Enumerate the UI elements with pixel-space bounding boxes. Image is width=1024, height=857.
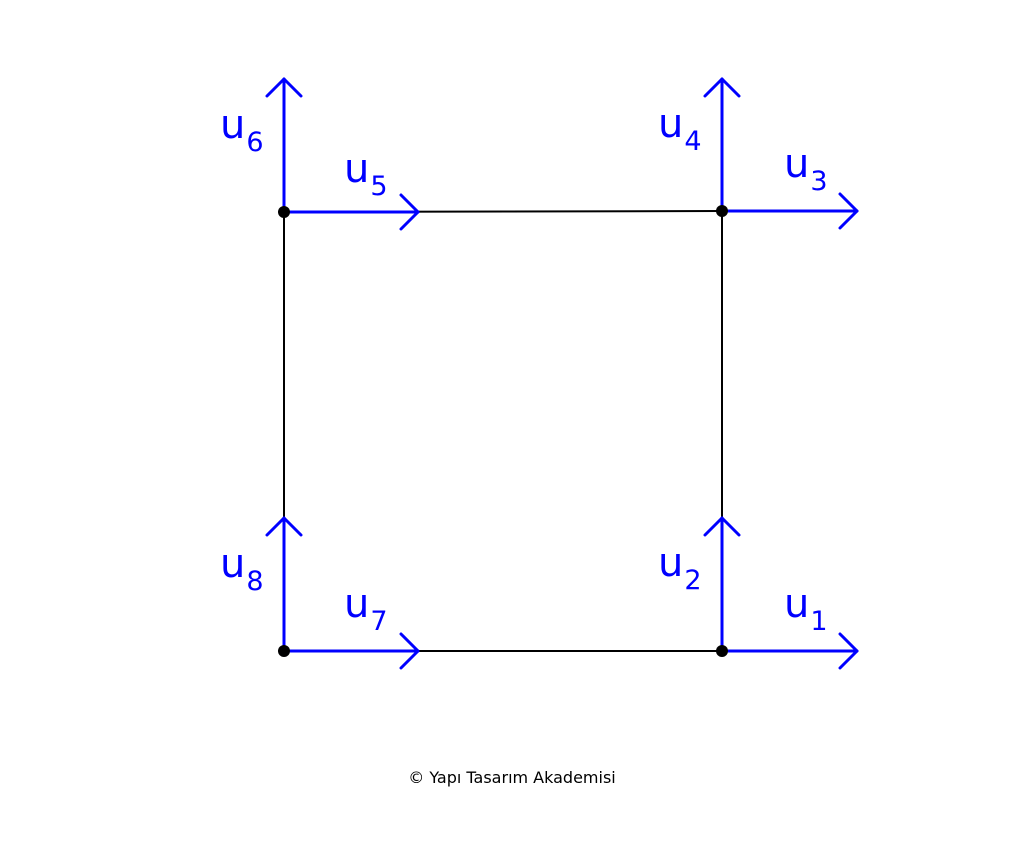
- arrowhead-icon: [265, 77, 303, 98]
- dof-label-u3: u3: [784, 141, 828, 197]
- dof-arrow-u7: [282, 632, 420, 670]
- arrowhead-icon: [703, 77, 741, 98]
- arrowhead-icon: [399, 193, 420, 231]
- dof-label-subscript: 6: [246, 127, 263, 158]
- dof-label-base: u: [220, 541, 245, 587]
- dof-label-u6: u6: [220, 102, 264, 158]
- dof-label-u1: u1: [784, 581, 828, 637]
- dof-arrow-u3: [720, 192, 859, 230]
- arrowhead-icon: [703, 516, 741, 537]
- dof-label-base: u: [220, 102, 245, 148]
- dof-label-base: u: [658, 101, 683, 147]
- arrowhead-icon: [265, 516, 303, 537]
- dof-label-u5: u5: [344, 146, 388, 202]
- dof-label-u4: u4: [658, 101, 702, 157]
- dof-label-base: u: [658, 540, 683, 586]
- dof-label-base: u: [784, 581, 809, 627]
- dof-label-subscript: 5: [370, 171, 387, 202]
- arrowhead-icon: [838, 632, 859, 670]
- dof-label-base: u: [784, 141, 809, 187]
- dof-arrow-u8: [265, 516, 303, 653]
- dof-label-subscript: 2: [684, 565, 701, 596]
- dof-label-u8: u8: [220, 541, 264, 597]
- node-n2: [278, 206, 290, 218]
- dof-arrows: [265, 77, 859, 670]
- dof-label-subscript: 8: [246, 566, 263, 597]
- dof-arrow-u5: [282, 193, 420, 231]
- node-n4: [278, 645, 290, 657]
- dof-arrow-u1: [720, 632, 859, 670]
- copyright-notice: © Yapı Tasarım Akademisi: [408, 768, 615, 787]
- dof-arrow-u6: [265, 77, 303, 214]
- dof-label-base: u: [344, 146, 369, 192]
- dof-label-base: u: [344, 581, 369, 627]
- arrowhead-icon: [838, 192, 859, 230]
- node-n3: [716, 205, 728, 217]
- dof-label-subscript: 7: [370, 606, 387, 637]
- dof-label-subscript: 4: [684, 126, 701, 157]
- dof-arrow-u2: [703, 516, 741, 653]
- dof-arrow-u4: [703, 77, 741, 213]
- dof-label-u7: u7: [344, 581, 388, 637]
- arrowhead-icon: [399, 632, 420, 670]
- dof-label-u2: u2: [658, 540, 702, 596]
- dof-label-subscript: 1: [810, 606, 827, 637]
- node-n1: [716, 645, 728, 657]
- dof-label-subscript: 3: [810, 166, 827, 197]
- element-nodes: [278, 205, 728, 657]
